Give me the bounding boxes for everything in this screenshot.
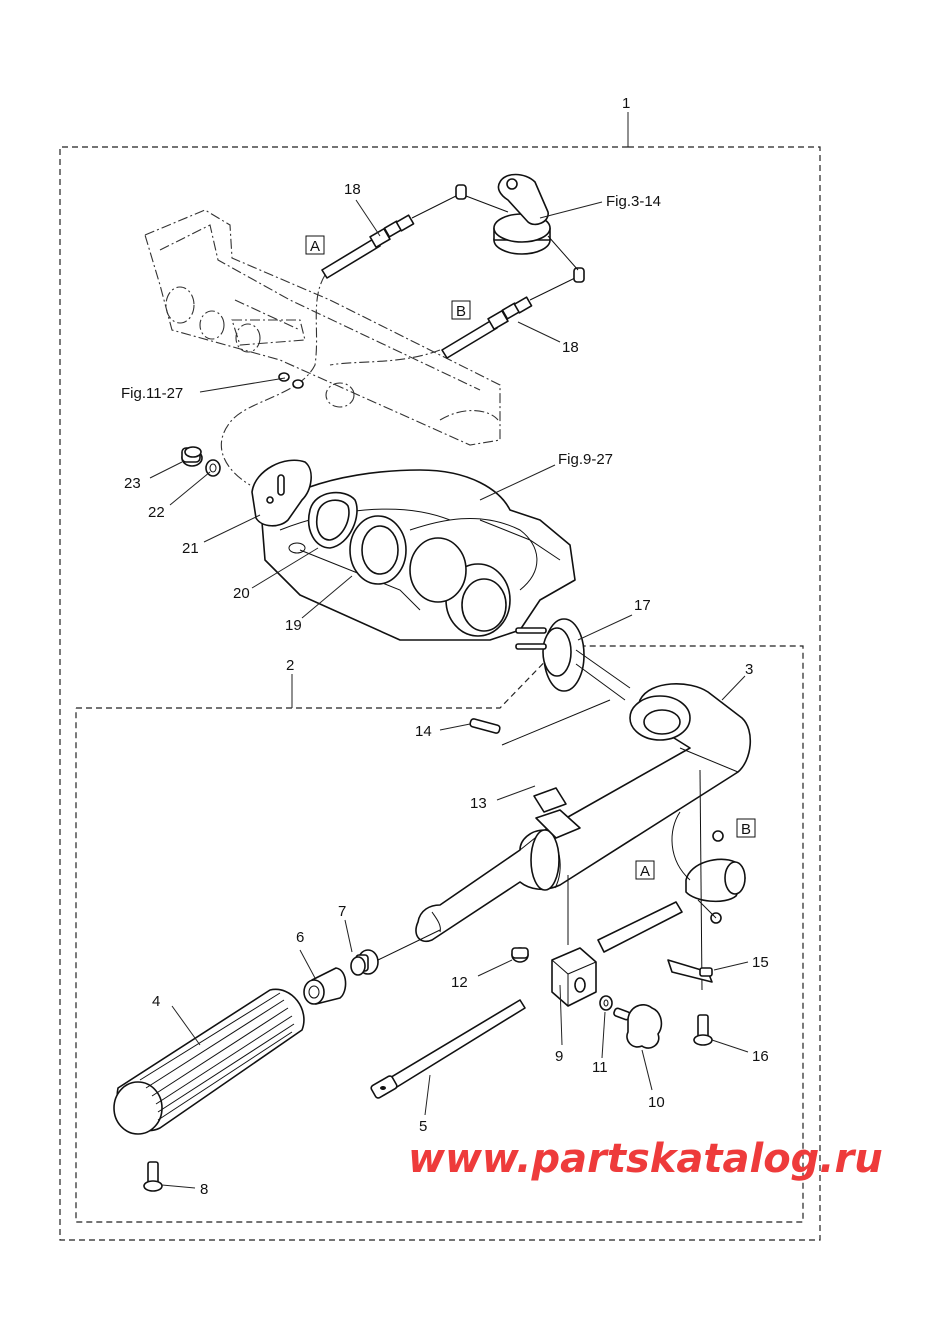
callout-23: 23	[124, 475, 141, 492]
callout-10: 10	[648, 1094, 665, 1111]
callout-15: 15	[752, 954, 769, 971]
collar	[350, 949, 379, 976]
assembly-1-boundary	[59, 146, 821, 1241]
callout-1: 1	[622, 95, 630, 112]
engine-block-phantom	[144, 209, 501, 446]
tiller-grip	[113, 988, 305, 1135]
stop-switch	[671, 769, 746, 991]
cable-grommet	[515, 618, 631, 701]
callout-18-bottom: 18	[562, 339, 579, 356]
gasket-plate	[251, 459, 312, 527]
callout-6: 6	[296, 929, 304, 946]
watermark: www.partskatalog.ru	[408, 1136, 883, 1182]
callout-21: 21	[182, 540, 199, 557]
callout-2: 2	[286, 657, 294, 674]
callout-3: 3	[745, 661, 753, 678]
decal-plate	[533, 787, 581, 839]
bushing	[303, 929, 441, 1005]
friction-knob	[613, 1004, 663, 1049]
nut	[181, 446, 203, 467]
friction-nut	[511, 947, 529, 963]
bottom-cowling-phantom	[261, 469, 576, 641]
callout-8: 8	[200, 1181, 208, 1198]
callout-17: 17	[634, 597, 651, 614]
callout-14: 14	[415, 723, 432, 740]
throttle-rod	[370, 999, 526, 1099]
ref-fig-11-27: Fig.11-27	[121, 385, 183, 402]
cable-route-phantom	[220, 274, 326, 486]
callout-20: 20	[233, 585, 250, 602]
connector-a-top: A	[310, 238, 320, 255]
leader-lines	[149, 112, 749, 1189]
throttle-cable-b	[441, 267, 585, 359]
throttle-pulley	[465, 173, 579, 271]
callout-5: 5	[419, 1118, 427, 1135]
ref-fig-3-14: Fig.3-14	[606, 193, 661, 210]
connector-a-top-box	[305, 235, 325, 255]
callout-12: 12	[451, 974, 468, 991]
callouts: 1 2 3 4 5 6 7 8 9 10 11 12 13 14 15 16 1…	[124, 95, 769, 1198]
callout-9: 9	[555, 1048, 563, 1065]
tiller-handle-bracket	[415, 683, 752, 942]
cable-clip	[667, 959, 713, 983]
stud-bolt	[469, 699, 611, 746]
throttle-cable-a	[321, 184, 467, 279]
connector-a-bottom-box	[635, 860, 655, 880]
callout-22: 22	[148, 504, 165, 521]
callout-11: 11	[592, 1059, 608, 1076]
screw	[693, 1014, 713, 1046]
ref-fig-9-27: Fig.9-27	[558, 451, 613, 468]
callout-13: 13	[470, 795, 487, 812]
figure-references: Fig.3-14 Fig.11-27 Fig.9-27	[121, 193, 661, 468]
connector-b-bottom-box	[736, 818, 756, 838]
connector-b-top-box	[451, 300, 471, 320]
grommet	[308, 491, 358, 549]
connector-b-top: B	[456, 303, 466, 320]
connector-a-bottom: A	[640, 863, 650, 880]
assembly-2-boundary	[75, 645, 804, 1223]
friction-block	[551, 875, 597, 1007]
callout-7: 7	[338, 903, 346, 920]
switch-cable	[597, 901, 683, 953]
callout-18-top: 18	[344, 181, 361, 198]
connector-b-bottom: B	[741, 821, 751, 838]
seal-ring	[349, 515, 407, 585]
callout-16: 16	[752, 1048, 769, 1065]
mounting-point	[278, 372, 304, 389]
callout-19: 19	[285, 617, 302, 634]
callout-4: 4	[152, 993, 160, 1010]
friction-washer	[599, 995, 613, 1011]
grip-screw	[143, 1161, 163, 1192]
connector-markers: A B A B	[305, 235, 756, 880]
